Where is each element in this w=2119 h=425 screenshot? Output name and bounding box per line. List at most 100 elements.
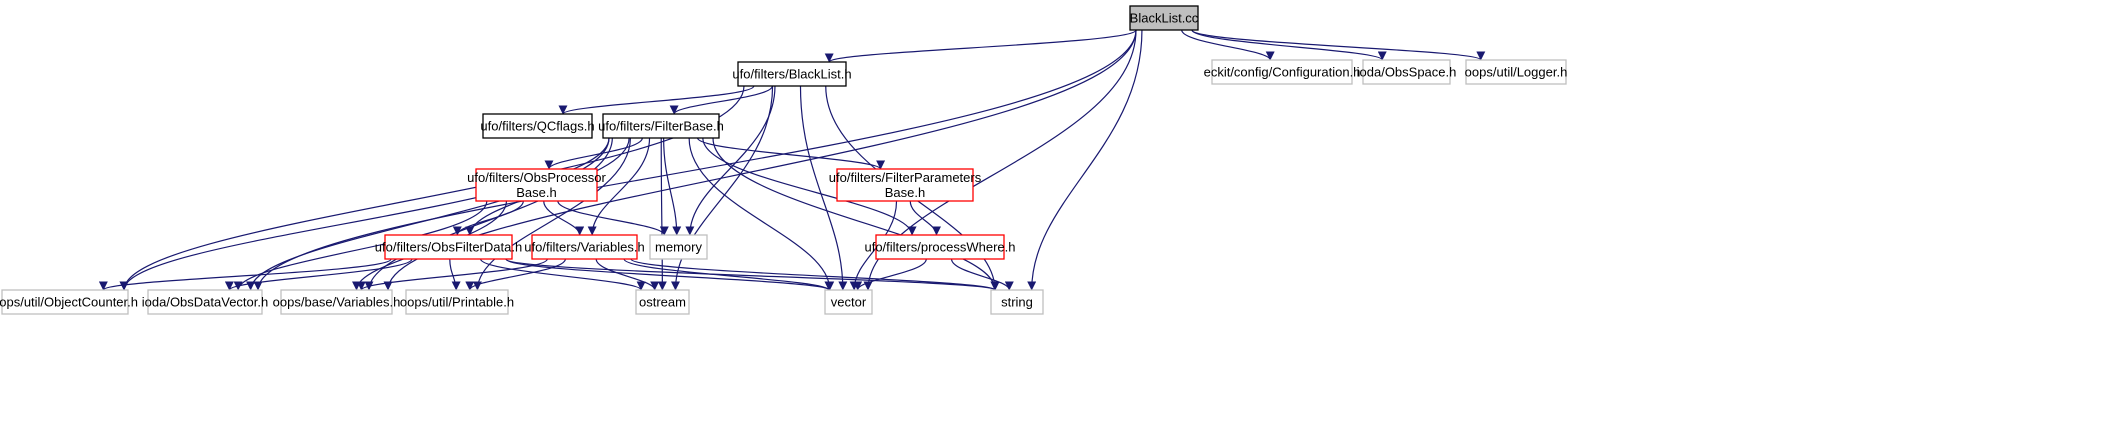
node-box (1465, 59, 1567, 85)
dependency-arrow (99, 258, 392, 291)
edge-blacklist_h-to-qcflags_h (558, 85, 755, 115)
node-obsfilterdata-h[interactable]: ufo/filters/ObsFilterData.h (375, 234, 522, 260)
node-qcflags-h[interactable]: ufo/filters/QCflags.h (480, 113, 595, 139)
node-box (649, 234, 708, 260)
edge-filterbase_h-to-objectcounter_h (119, 137, 610, 291)
node-label: memory (655, 240, 702, 255)
node-label: string (1001, 295, 1033, 310)
edge-obsfilterdata_h-to-obsdatavector_h (224, 258, 413, 291)
node-box (384, 234, 513, 260)
dependency-arrow (472, 137, 631, 291)
dependency-arrow (702, 137, 917, 236)
node-box (990, 289, 1044, 315)
dependency-arrow (587, 137, 651, 236)
dependency-arrow (119, 137, 610, 291)
node-label: ufo/filters/FilterParameters (829, 170, 982, 185)
dependency-arrow (246, 137, 610, 291)
dependency-arrow (824, 29, 1137, 63)
edge-blacklist_cc-to-obsspace_h (1191, 29, 1387, 61)
node-box (280, 289, 393, 315)
edge-variables_ufo_h-to-vector (623, 258, 834, 291)
edge-blacklist_h-to-memory (685, 85, 776, 236)
edge-processwhere_h-to-string (950, 258, 1014, 291)
edge-blacklist_cc-to-string (1027, 29, 1143, 291)
node-objectcounter-h: oops/util/ObjectCounter.h (0, 289, 138, 315)
edge-obsprocessorbase_h-to-obsfilterdata_h (452, 200, 524, 236)
edge-obsfilterdata_h-to-vector (505, 258, 834, 291)
dependency-arrow (670, 85, 774, 291)
dependency-arrow (849, 200, 898, 291)
node-label: ufo/filters/ObsFilterData.h (375, 240, 522, 255)
node-label: ufo/filters/ObsProcessor (467, 170, 606, 185)
dependency-arrow (505, 258, 1000, 291)
node-obsspace-h: ioda/ObsSpace.h (1357, 59, 1457, 85)
node-label: eckit/config/Configuration.h (1204, 65, 1361, 80)
node-label: ufo/filters/Variables.h (524, 240, 644, 255)
dependency-arrow (558, 85, 755, 115)
nodes-layer: BlackList.cc ufo/filters/BlackList.h eckit… (0, 5, 1568, 315)
node-vector: vector (824, 289, 873, 315)
dependency-arrow (449, 258, 461, 291)
node-box (635, 289, 690, 315)
dependency-arrow (950, 258, 1014, 291)
node-box (824, 289, 873, 315)
dependency-arrow (544, 137, 643, 170)
node-label: BlackList.cc (1130, 11, 1199, 26)
dependency-arrow (224, 258, 413, 291)
node-blacklist-cc[interactable]: BlackList.cc (1129, 5, 1199, 31)
dependency-arrow (452, 200, 524, 236)
node-box (482, 113, 593, 139)
node-blacklist-h[interactable]: ufo/filters/BlackList.h (732, 61, 852, 87)
dependency-arrow (669, 85, 773, 115)
dependency-arrow (623, 258, 834, 291)
node-variables-ufo-h[interactable]: ufo/filters/Variables.h (524, 234, 645, 260)
node-box (531, 234, 638, 260)
dependency-arrow (233, 200, 488, 291)
edge-filterbase_h-to-variables_ufo_h (587, 137, 651, 236)
edge-filterbase_h-to-obsprocessorbase_h (544, 137, 643, 170)
dependency-arrow (688, 137, 835, 291)
node-label: ufo/filters/BlackList.h (732, 67, 851, 82)
dependency-arrow (543, 200, 585, 236)
node-label: vector (831, 295, 867, 310)
edge-blacklist_cc-to-logger_h (1191, 29, 1486, 61)
node-memory: memory (649, 234, 708, 260)
edge-variables_ufo_h-to-ostream (595, 258, 660, 291)
dependency-arrow (505, 258, 834, 291)
node-label: oops/util/Logger.h (1465, 65, 1568, 80)
edge-variables_ufo_h-to-string (630, 258, 1000, 291)
node-box (602, 113, 720, 139)
dependency-arrow (853, 258, 927, 291)
node-label: oops/util/Printable.h (400, 295, 514, 310)
dependency-arrow (799, 85, 848, 291)
node-box (875, 234, 1005, 260)
dependency-arrow (595, 258, 660, 291)
edge-filterbase_h-to-ostream (657, 137, 667, 291)
edge-obsfilterdata_h-to-objectcounter_h (99, 258, 392, 291)
dependency-arrow (909, 200, 941, 236)
node-logger-h: oops/util/Logger.h (1465, 59, 1568, 85)
edge-filterbase_h-to-memory (663, 137, 682, 236)
edge-filterbase_h-to-printable_h (472, 137, 631, 291)
edge-blacklist_h-to-filterbase_h (669, 85, 773, 115)
node-box (147, 289, 263, 315)
node-box (1211, 59, 1353, 85)
node-label: oops/base/Variables.h (273, 295, 401, 310)
node-label: ioda/ObsDataVector.h (142, 295, 268, 310)
dependency-arrow (480, 258, 646, 291)
node-label: ioda/ObsSpace.h (1357, 65, 1457, 80)
edge-blacklist_h-to-vector (799, 85, 848, 291)
node-box (475, 168, 598, 202)
node-box (405, 289, 509, 315)
dependency-arrow (356, 258, 548, 291)
edge-filterbase_h-to-filterparametersbase_h (697, 137, 885, 170)
node-label: ostream (639, 295, 686, 310)
node-filterbase-h[interactable]: ufo/filters/FilterBase.h (598, 113, 724, 139)
dependency-arrow (557, 200, 669, 236)
dependency-arrow (1027, 29, 1143, 291)
node-label: ufo/filters/FilterBase.h (598, 119, 724, 134)
node-processwhere-h[interactable]: ufo/filters/processWhere.h (864, 234, 1016, 260)
